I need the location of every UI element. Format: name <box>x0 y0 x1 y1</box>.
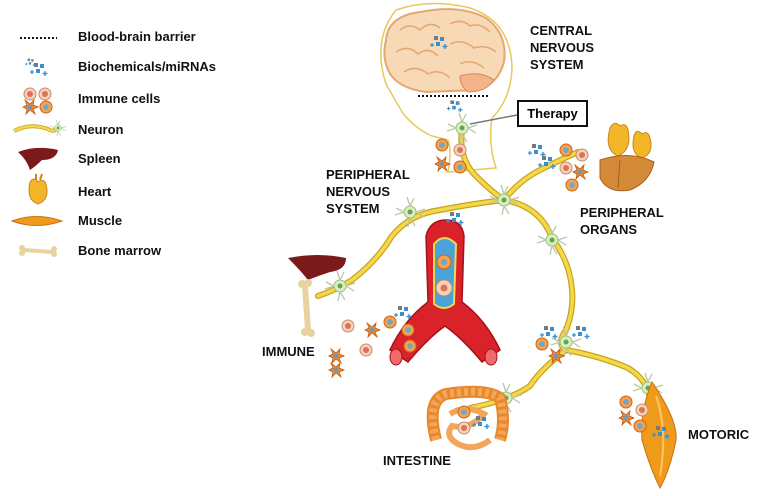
brain <box>383 8 506 94</box>
legend-label-neuron: Neuron <box>78 122 124 137</box>
legend-label-bone-marrow: Bone marrow <box>78 243 162 258</box>
immune-cells-icon <box>22 87 53 115</box>
legend-label-spleen: Spleen <box>78 151 121 166</box>
peripheral-organs <box>599 122 655 192</box>
legend-icons <box>10 37 67 257</box>
bone-marrow-icon <box>19 245 57 257</box>
intestine-organ <box>426 385 509 451</box>
heart-organ-1 <box>607 122 630 157</box>
legend-label-biochemicals: Biochemicals/miRNAs <box>78 59 216 74</box>
label-peripheral-organs: PERIPHERAL ORGANS <box>580 205 664 237</box>
bone-organ <box>298 279 315 337</box>
cerebellum <box>459 73 495 93</box>
legend-label-muscle: Muscle <box>78 213 123 228</box>
label-peripheral-nervous-system: PERIPHERAL NERVOUS SYSTEM <box>326 167 410 216</box>
legend-label-immune-cells: Immune cells <box>78 91 161 106</box>
label-intestine: INTESTINE <box>383 453 451 468</box>
heart-organ-2 <box>632 130 652 159</box>
liver-organ <box>599 155 655 192</box>
legend-label-heart: Heart <box>78 184 112 199</box>
therapy-pointer <box>469 114 518 125</box>
spleen-organ <box>288 255 346 280</box>
legend-label-blood-brain-barrier: Blood-brain barrier <box>78 29 196 44</box>
label-central-nervous-system: CENTRAL NERVOUS SYSTEM <box>530 23 595 72</box>
biochemicals-icon <box>24 58 49 77</box>
label-motoric: MOTORIC <box>688 427 750 442</box>
heart-icon <box>28 173 48 205</box>
therapy-box: Therapy <box>517 100 588 127</box>
neuron-icon <box>13 119 67 137</box>
label-immune: IMMUNE <box>262 344 315 359</box>
head-brain-illustration <box>380 2 518 173</box>
muscle-icon <box>10 216 64 226</box>
spleen-icon <box>18 147 58 170</box>
blood-vessel <box>389 219 501 366</box>
